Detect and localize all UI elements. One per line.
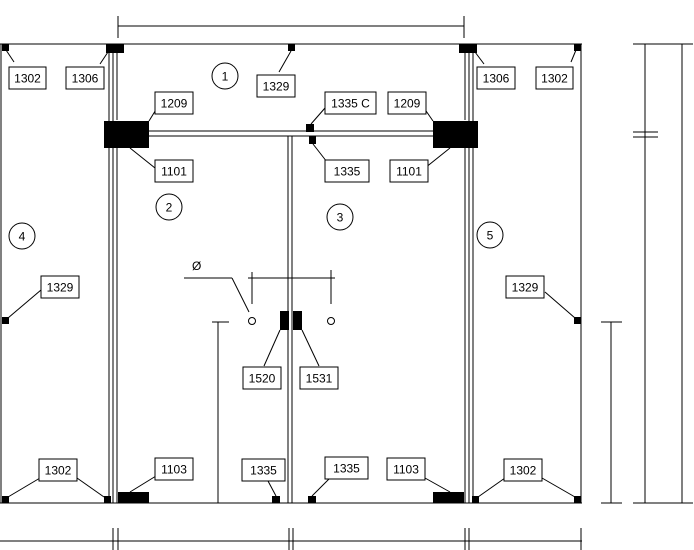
svg-text:1306: 1306	[72, 72, 99, 86]
part-label-1302-tr: 1302	[535, 66, 574, 90]
panel-number-1-text: 1	[222, 70, 229, 84]
part-label-1335-br: 1335	[324, 456, 369, 480]
handle-hole-right	[327, 317, 335, 325]
leader-lines	[5, 49, 577, 498]
part-label-1335-mid: 1335	[324, 159, 370, 183]
svg-text:1101: 1101	[161, 165, 187, 179]
stop-1335-bl	[272, 496, 280, 503]
svg-text:1335: 1335	[250, 464, 277, 478]
part-label-1302-bl: 1302	[38, 458, 78, 482]
svg-text:1302: 1302	[14, 72, 41, 86]
clamp-1302-bl	[2, 496, 9, 503]
clamp-1329-right	[574, 317, 581, 324]
part-labels: 1302 1306 1329 1306 1302 1209 1335 C 1 2	[8, 66, 574, 482]
part-label-1209-l: 1209	[154, 91, 194, 115]
strike-1531	[293, 311, 302, 330]
svg-text:1209: 1209	[394, 97, 421, 111]
bottom-patch-1103-right	[433, 492, 464, 503]
door-leaves	[116, 136, 466, 503]
svg-text:1335: 1335	[334, 165, 361, 179]
panel-number-2-text: 2	[166, 201, 173, 215]
top-patch-1209-right	[433, 121, 478, 148]
right-dimensions	[601, 43, 693, 504]
panel-number-2: 2	[155, 193, 183, 221]
part-label-1302-tl: 1302	[8, 66, 47, 90]
svg-text:1520: 1520	[249, 372, 276, 386]
part-label-1302-br: 1302	[503, 458, 543, 482]
part-label-1335-bl: 1335	[241, 458, 286, 482]
part-label-1103-l: 1103	[154, 457, 194, 481]
part-label-1531: 1531	[299, 366, 339, 390]
stop-1335c	[306, 124, 314, 132]
svg-text:1335 C: 1335 C	[331, 97, 370, 111]
svg-text:1302: 1302	[45, 464, 72, 478]
patch-fitting-1306-right	[459, 44, 477, 53]
part-label-1101-r: 1101	[389, 159, 429, 183]
panel-number-4: 4	[8, 222, 36, 250]
stop-1335-br	[308, 496, 316, 503]
patch-fitting-1306-left	[106, 44, 124, 53]
handles: Ø	[184, 259, 335, 325]
svg-text:1302: 1302	[541, 72, 568, 86]
part-label-1209-r: 1209	[387, 91, 427, 115]
part-label-1520: 1520	[242, 366, 282, 390]
part-label-1335c: 1335 C	[324, 91, 377, 115]
fittings	[2, 44, 581, 503]
part-label-1329-l: 1329	[40, 275, 80, 299]
diameter-symbol: Ø	[192, 259, 201, 273]
handle-hole-left	[248, 317, 256, 325]
panel-number-5-text: 5	[487, 229, 494, 243]
svg-text:1531: 1531	[306, 372, 333, 386]
svg-text:1209: 1209	[161, 97, 188, 111]
clamp-1302-br2	[574, 496, 581, 503]
transom-rail	[117, 130, 469, 137]
clamp-1302-tl	[2, 44, 9, 51]
clamp-1302-bl2	[104, 496, 111, 503]
svg-text:1329: 1329	[512, 281, 539, 295]
part-label-1101-l: 1101	[154, 159, 194, 183]
bottom-dimensions	[0, 528, 582, 550]
svg-text:1329: 1329	[263, 80, 290, 94]
svg-text:1302: 1302	[510, 464, 537, 478]
handle-height-marker	[212, 321, 229, 503]
top-dimension	[117, 16, 465, 38]
clamp-1302-tr	[574, 44, 581, 51]
clamp-1329-top	[288, 44, 295, 51]
svg-text:1103: 1103	[393, 463, 419, 477]
bottom-patch-1103-left	[118, 492, 149, 503]
top-patch-1209-left	[104, 121, 149, 148]
panel-number-3: 3	[326, 203, 354, 231]
side-panel-edges	[108, 44, 474, 503]
lock-1520	[280, 311, 289, 330]
svg-text:1306: 1306	[483, 72, 510, 86]
panel-number-3-text: 3	[337, 211, 344, 225]
panel-number-4-text: 4	[19, 230, 26, 244]
panel-numbers: 1 2 3 4 5	[8, 62, 504, 250]
clamp-1329-left	[2, 317, 9, 324]
clamp-1302-br	[472, 496, 479, 503]
stop-1335	[309, 136, 316, 144]
outer-frame	[0, 43, 582, 504]
panel-number-5: 5	[476, 221, 504, 249]
part-label-1306-tl: 1306	[65, 66, 105, 90]
part-label-1329-r: 1329	[505, 275, 545, 299]
part-label-1103-r: 1103	[386, 457, 426, 481]
svg-text:1329: 1329	[47, 281, 74, 295]
part-label-1306-tr: 1306	[476, 66, 516, 90]
svg-text:1101: 1101	[396, 165, 422, 179]
svg-text:1335: 1335	[333, 462, 360, 476]
panel-number-1: 1	[211, 62, 239, 90]
svg-text:1103: 1103	[161, 463, 187, 477]
part-label-1329-top: 1329	[256, 74, 296, 98]
